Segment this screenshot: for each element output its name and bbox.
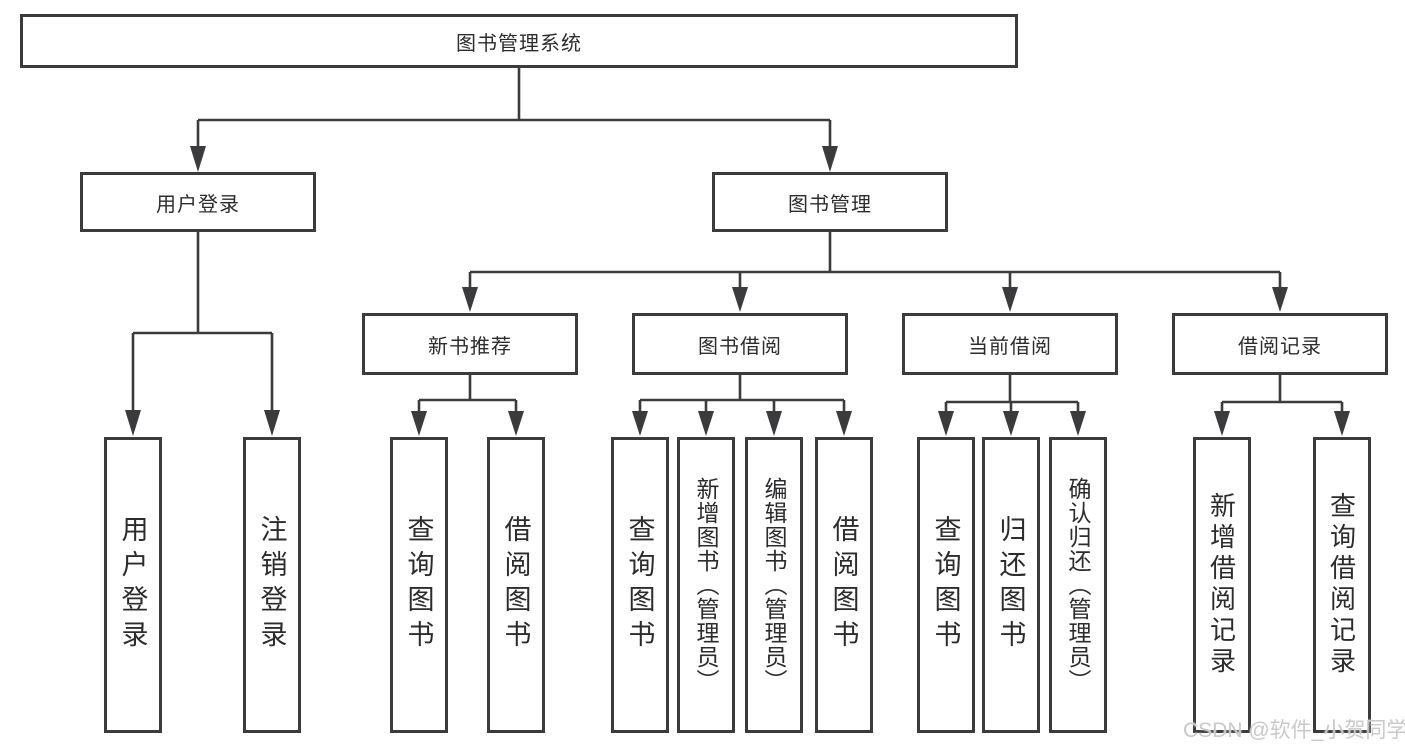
node-leaf-borrow-books-recommend: 借阅图书 — [487, 437, 545, 733]
node-leaf-logout: 注销登录 — [243, 437, 301, 733]
connector-bookmgmt-to-level3 — [468, 232, 1282, 290]
node-leaf-query-books-current: 查询图书 — [917, 437, 975, 733]
node-label: 新增图书（管理员） — [693, 477, 719, 693]
node-label: 新增借阅记录 — [1206, 492, 1237, 678]
connector-records-to-leaves — [1220, 375, 1344, 416]
connector-borrowing-to-leaves — [638, 375, 846, 416]
node-leaf-add-book-admin: 新增图书（管理员） — [677, 437, 735, 733]
node-new-book-recommend: 新书推荐 — [362, 313, 578, 375]
node-current-borrowing: 当前借阅 — [902, 313, 1118, 375]
node-label: 查询图书 — [403, 515, 434, 655]
node-label: 借阅记录 — [1238, 335, 1322, 358]
node-leaf-query-borrow-record: 查询借阅记录 — [1313, 437, 1371, 733]
node-label: 归还图书 — [995, 515, 1026, 655]
node-label: 图书借阅 — [698, 335, 782, 358]
node-leaf-confirm-return-admin: 确认归还（管理员） — [1049, 437, 1107, 733]
node-label: 查询借阅记录 — [1326, 492, 1357, 678]
node-label: 编辑图书（管理员） — [761, 477, 787, 693]
node-leaf-add-borrow-record: 新增借阅记录 — [1193, 437, 1251, 733]
node-book-management: 图书管理 — [712, 172, 948, 232]
node-label: 查询图书 — [930, 515, 961, 655]
node-root-label: 图书管理系统 — [456, 32, 582, 55]
arrowheads — [125, 146, 1350, 436]
node-label: 新书推荐 — [428, 335, 512, 358]
node-leaf-return-books: 归还图书 — [982, 437, 1040, 733]
node-label: 借阅图书 — [828, 515, 859, 655]
node-label: 确认归还（管理员） — [1065, 477, 1091, 693]
node-leaf-edit-book-admin: 编辑图书（管理员） — [745, 437, 803, 733]
node-leaf-user-login: 用户登录 — [104, 437, 162, 733]
connector-current-to-leaves — [944, 375, 1080, 416]
node-label: 用户登录 — [156, 193, 240, 216]
node-label: 查询图书 — [624, 515, 655, 655]
node-leaf-query-books-recommend: 查询图书 — [390, 437, 448, 733]
connector-root-to-level2 — [196, 68, 832, 148]
node-label: 借阅图书 — [500, 515, 531, 655]
node-book-borrowing: 图书借阅 — [632, 313, 848, 375]
node-label: 当前借阅 — [968, 335, 1052, 358]
watermark: CSDN @软件_小贺同学 — [1183, 719, 1405, 742]
connector-recommend-to-leaves — [417, 375, 518, 416]
node-label: 注销登录 — [256, 515, 287, 655]
connector-userlogin-to-leaves — [131, 232, 274, 414]
node-root: 图书管理系统 — [20, 14, 1018, 68]
node-borrowing-records: 借阅记录 — [1172, 313, 1388, 375]
node-label: 用户登录 — [117, 515, 148, 655]
node-leaf-borrow-books-borrowing: 借阅图书 — [815, 437, 873, 733]
node-leaf-query-books-borrowing: 查询图书 — [611, 437, 669, 733]
node-user-login: 用户登录 — [80, 172, 316, 232]
node-label: 图书管理 — [788, 193, 872, 216]
